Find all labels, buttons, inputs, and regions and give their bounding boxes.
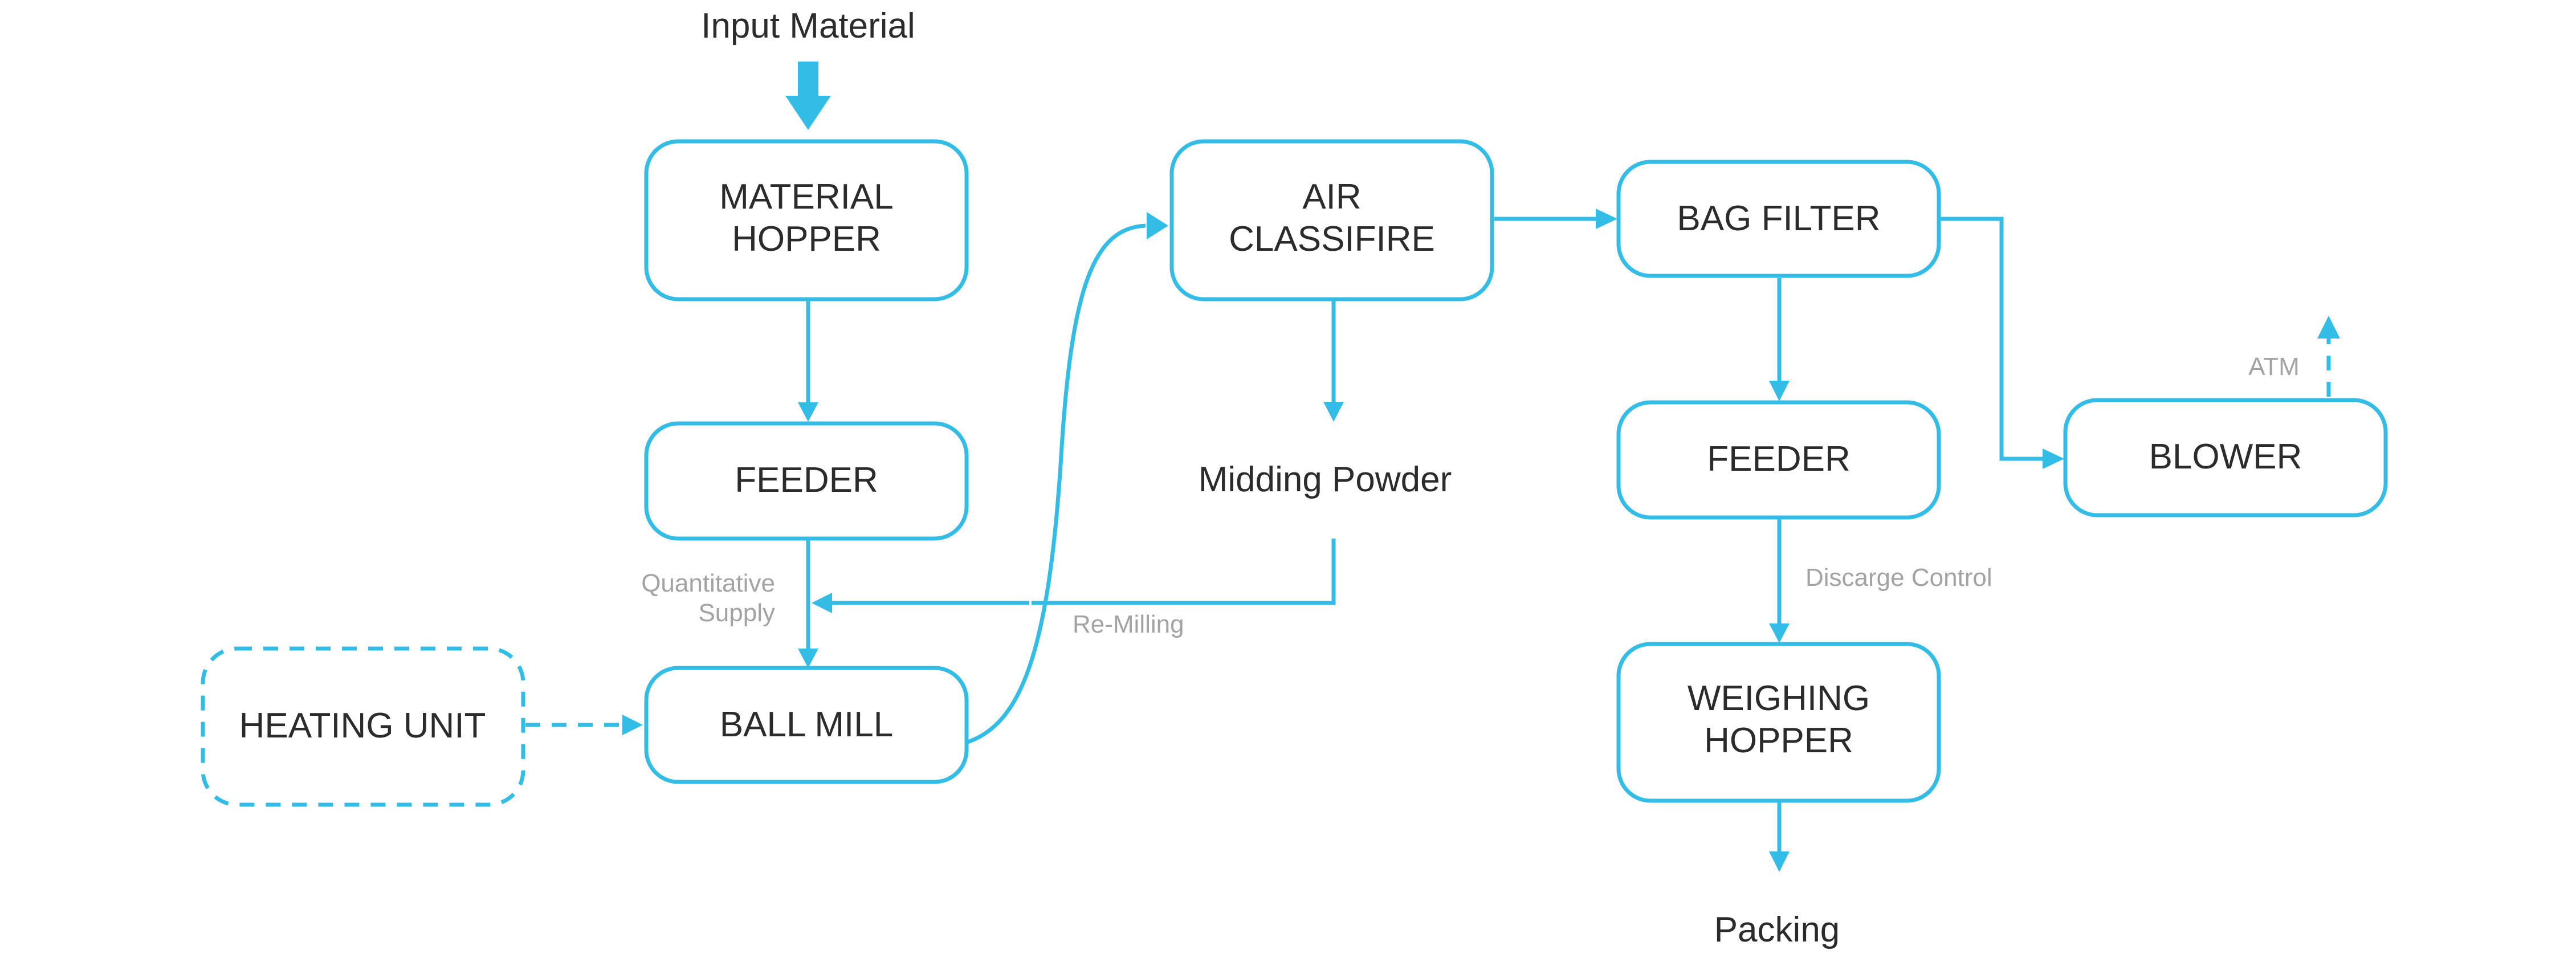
node-blower: BLOWER	[2063, 398, 2388, 517]
label-quantitative-line2: Supply	[698, 599, 775, 627]
output-packing: Packing	[1714, 910, 1840, 949]
arrowhead	[1769, 381, 1790, 401]
label-atm: ATM	[2248, 353, 2300, 381]
arrowhead	[2317, 316, 2340, 339]
arrowhead	[1147, 212, 1168, 239]
node-feeder-right: FEEDER	[1616, 400, 1941, 520]
arrowhead	[622, 715, 643, 735]
edge-bagfilter-blower	[1940, 217, 2043, 461]
node-air-classifire: AIR CLASSIFIRE	[1169, 139, 1494, 301]
input-arrow-icon	[785, 62, 831, 130]
node-material-hopper-line2: HOPPER	[732, 219, 881, 259]
node-feeder-left: FEEDER	[644, 421, 969, 541]
node-ball-mill: BALL MILL	[644, 666, 969, 784]
arrowhead	[2043, 449, 2064, 469]
label-discharge-control: Discarge Control	[1805, 564, 1992, 592]
edge-ballmill-classifire	[967, 223, 1146, 744]
arrowhead	[798, 402, 818, 422]
node-feeder-right-label: FEEDER	[1707, 439, 1850, 479]
output-midding-powder: Midding Powder	[1199, 460, 1452, 499]
node-ball-mill-label: BALL MILL	[720, 705, 893, 744]
node-air-classifire-line2: CLASSIFIRE	[1229, 219, 1435, 259]
input-material-label: Input Material	[701, 6, 915, 46]
node-material-hopper: MATERIAL HOPPER	[644, 139, 969, 301]
node-heating-unit-label: HEATING UNIT	[239, 706, 486, 745]
label-re-milling: Re-Milling	[1073, 610, 1184, 638]
arrowhead	[798, 649, 818, 668]
node-air-classifire-line1: AIR	[1302, 177, 1361, 217]
node-blower-label: BLOWER	[2149, 437, 2302, 476]
arrowhead	[812, 593, 832, 613]
node-weighing-hopper: WEIGHING HOPPER	[1616, 642, 1941, 803]
arrowhead	[1769, 851, 1790, 872]
arrowhead	[1323, 402, 1344, 422]
node-heating-unit: HEATING UNIT	[201, 646, 525, 807]
node-feeder-left-label: FEEDER	[735, 460, 878, 500]
label-quantitative-line1: Quantitative	[641, 569, 775, 597]
node-weighing-hopper-line1: WEIGHING	[1688, 679, 1870, 718]
arrowhead	[1769, 623, 1790, 643]
node-material-hopper-line1: MATERIAL	[719, 177, 893, 217]
node-bag-filter-label: BAG FILTER	[1677, 199, 1880, 238]
node-bag-filter: BAG FILTER	[1616, 160, 1941, 278]
node-weighing-hopper-line2: HOPPER	[1704, 721, 1853, 760]
connectors	[525, 209, 2340, 872]
arrowhead	[1596, 209, 1617, 229]
edge-remilling	[1032, 539, 1336, 605]
